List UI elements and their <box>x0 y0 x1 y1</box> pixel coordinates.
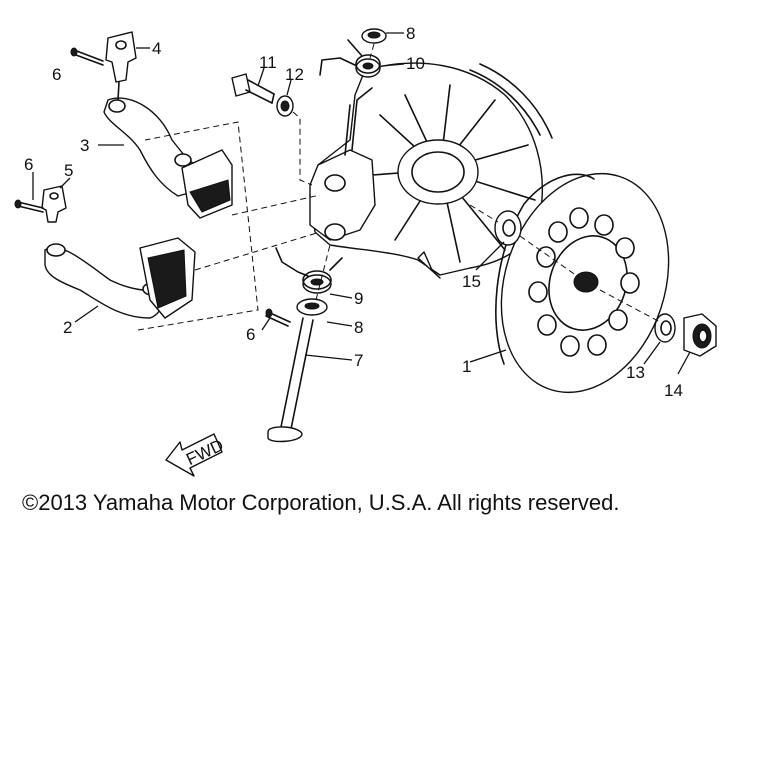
bolt-11 <box>231 73 275 104</box>
leader-lines <box>32 32 691 375</box>
callout-7: 7 <box>354 351 363 370</box>
washer-8-top <box>361 28 387 59</box>
caliper-arm-3 <box>103 97 233 219</box>
callout-10: 10 <box>406 54 425 73</box>
washer-8-lower <box>296 298 328 316</box>
collar-12 <box>276 95 313 186</box>
bolt-6-top <box>70 47 104 66</box>
washer-15 <box>469 204 581 279</box>
callout-6-left: 6 <box>24 155 33 174</box>
callout-8-lower: 8 <box>354 318 363 337</box>
housing-assembly <box>309 62 553 279</box>
callout-5: 5 <box>64 161 73 180</box>
callout-8-top: 8 <box>406 24 415 43</box>
spring-9 <box>275 247 343 294</box>
bolt-6-left <box>14 199 44 213</box>
callout-9: 9 <box>354 289 363 308</box>
disc-cooling-holes <box>528 207 640 357</box>
pivot-shaft-7 <box>267 244 331 443</box>
bracket-4 <box>105 31 137 101</box>
nut-14 <box>599 289 717 357</box>
callout-6-top: 6 <box>52 65 61 84</box>
bracket-5 <box>41 185 67 223</box>
callout-3: 3 <box>80 136 89 155</box>
callout-6-lower: 6 <box>246 325 255 344</box>
callout-13: 13 <box>626 363 645 382</box>
callout-labels: 8 10 11 12 4 6 3 6 5 2 15 1 9 8 6 7 13 1… <box>24 24 683 400</box>
callout-2: 2 <box>63 318 72 337</box>
fwd-direction-arrow: FWD <box>165 433 226 477</box>
spring-10 <box>319 39 381 78</box>
callout-4: 4 <box>152 39 161 58</box>
copyright-notice: ©2013 Yamaha Motor Corporation, U.S.A. A… <box>22 490 620 515</box>
caliper-arm-2 <box>44 237 196 319</box>
callout-14: 14 <box>664 381 683 400</box>
callout-15: 15 <box>462 272 481 291</box>
callout-1: 1 <box>462 357 471 376</box>
bolt-6-lower <box>265 308 291 327</box>
brake-disc <box>495 172 670 394</box>
callout-11: 11 <box>259 53 277 72</box>
callout-12: 12 <box>285 65 304 84</box>
washer-13 <box>654 313 676 343</box>
